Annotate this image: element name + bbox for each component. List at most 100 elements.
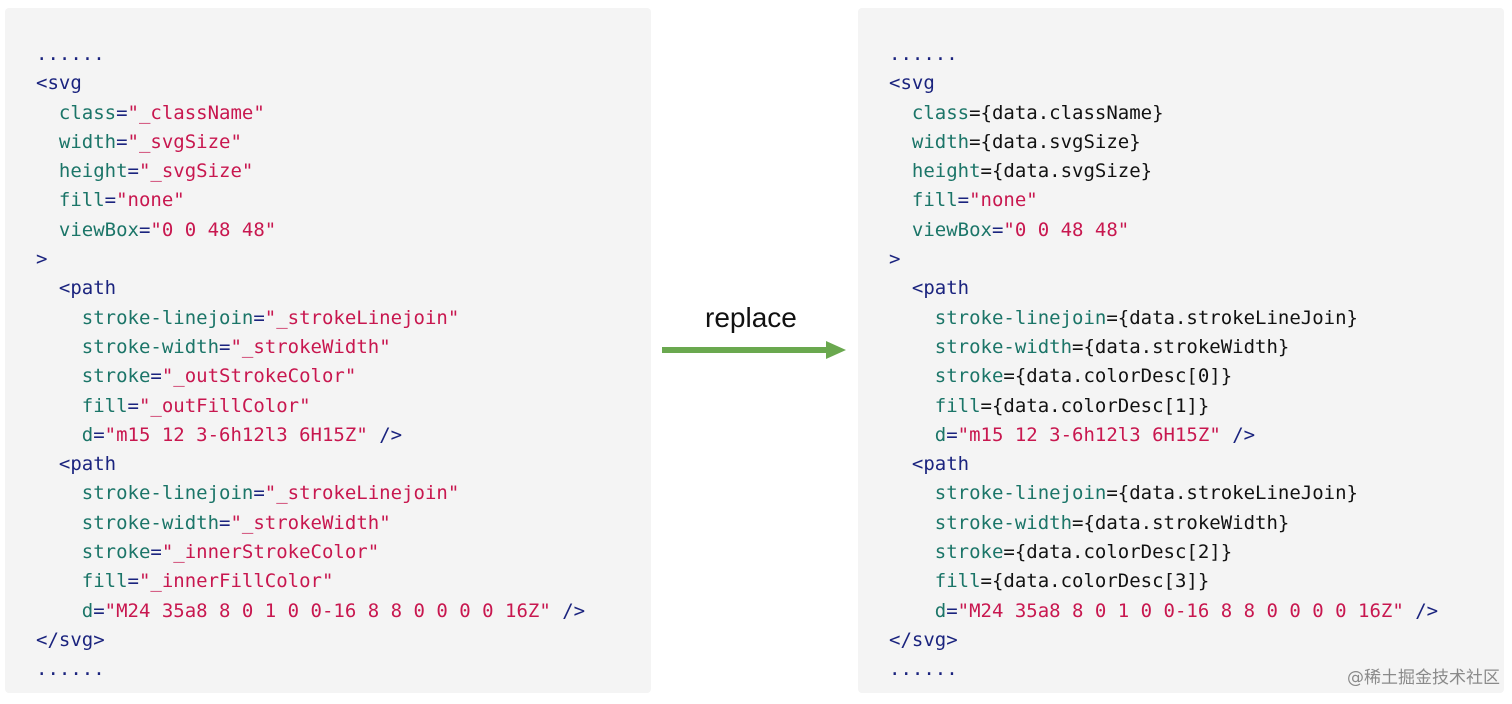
code-token: fill bbox=[36, 189, 105, 212]
code-token: "none" bbox=[969, 189, 1038, 212]
code-token: fill bbox=[36, 394, 128, 417]
code-token: d bbox=[36, 423, 94, 446]
code-line: stroke={data.colorDesc[0]} bbox=[889, 362, 1504, 391]
code-token: </svg> bbox=[889, 628, 958, 651]
code-token: ...... bbox=[889, 658, 958, 681]
code-token: <path bbox=[36, 277, 117, 300]
code-token: ={data.className} bbox=[969, 101, 1164, 124]
code-token: = bbox=[127, 394, 139, 417]
code-token: width bbox=[889, 130, 970, 153]
code-token: ={data.svgSize} bbox=[980, 160, 1153, 183]
code-token: "m15 12 3-6h12l3 6H15Z" bbox=[957, 423, 1221, 446]
code-line: width={data.svgSize} bbox=[889, 128, 1504, 157]
code-token: ={data.strokeLineJoin} bbox=[1106, 306, 1359, 329]
code-line: stroke="_innerStrokeColor" bbox=[36, 538, 651, 567]
code-line: height="_svgSize" bbox=[36, 157, 651, 186]
code-token: "_innerStrokeColor" bbox=[161, 541, 380, 564]
code-token: "M24 35a8 8 0 1 0 0-16 8 8 0 0 0 0 16Z" bbox=[957, 599, 1404, 622]
code-token: height bbox=[889, 160, 981, 183]
code-token: "_innerFillColor" bbox=[138, 570, 334, 593]
code-token: </svg> bbox=[36, 628, 105, 651]
code-line: fill="_outFillColor" bbox=[36, 392, 651, 421]
code-line: > bbox=[36, 245, 651, 274]
code-token: = bbox=[127, 160, 139, 183]
code-token: ={data.svgSize} bbox=[969, 130, 1141, 153]
code-line: fill={data.colorDesc[1]} bbox=[889, 392, 1504, 421]
code-token: viewBox bbox=[889, 218, 992, 241]
code-line: class="_className" bbox=[36, 99, 651, 128]
code-token: class bbox=[889, 101, 970, 124]
code-line: d="m15 12 3-6h12l3 6H15Z" /> bbox=[889, 421, 1504, 450]
code-line: ...... bbox=[36, 655, 651, 684]
code-token: "0 0 48 48" bbox=[1003, 218, 1130, 241]
code-token: fill bbox=[889, 570, 981, 593]
code-token: d bbox=[36, 599, 94, 622]
code-line: stroke-width="_strokeWidth" bbox=[36, 509, 651, 538]
code-token: "m15 12 3-6h12l3 6H15Z" bbox=[104, 423, 368, 446]
code-line: <svg bbox=[889, 69, 1504, 98]
code-token: ={data.strokeLineJoin} bbox=[1106, 482, 1359, 505]
code-line: d="M24 35a8 8 0 1 0 0-16 8 8 0 0 0 0 16Z… bbox=[889, 597, 1504, 626]
code-token: = bbox=[991, 218, 1004, 241]
code-token: "M24 35a8 8 0 1 0 0-16 8 8 0 0 0 0 16Z" bbox=[104, 599, 551, 622]
code-token: = bbox=[946, 599, 958, 622]
replaced-code-panel: ......<svg class={data.className} width=… bbox=[858, 8, 1504, 693]
code-line: stroke={data.colorDesc[2]} bbox=[889, 538, 1504, 567]
original-code-block: ......<svg class="_className" width="_sv… bbox=[36, 40, 651, 685]
code-line: viewBox="0 0 48 48" bbox=[36, 216, 651, 245]
code-line: viewBox="0 0 48 48" bbox=[889, 216, 1504, 245]
code-token: ={data.colorDesc[1]} bbox=[980, 394, 1210, 417]
code-token: "_outFillColor" bbox=[138, 394, 311, 417]
original-code-panel: ......<svg class="_className" width="_sv… bbox=[5, 8, 651, 693]
code-token: <svg bbox=[36, 72, 82, 95]
code-line: fill="none" bbox=[889, 186, 1504, 215]
code-token: <svg bbox=[889, 72, 935, 95]
code-token: stroke bbox=[36, 365, 151, 388]
code-line: class={data.className} bbox=[889, 99, 1504, 128]
code-token: ={data.strokeWidth} bbox=[1072, 511, 1290, 534]
code-line: width="_svgSize" bbox=[36, 128, 651, 157]
code-token: <path bbox=[889, 277, 970, 300]
code-token: = bbox=[104, 189, 117, 212]
code-line: stroke-linejoin="_strokeLinejoin" bbox=[36, 479, 651, 508]
code-token: stroke-width bbox=[889, 335, 1073, 358]
code-token: d bbox=[889, 423, 947, 446]
code-token: = bbox=[138, 218, 151, 241]
code-line: stroke-width="_strokeWidth" bbox=[36, 333, 651, 362]
code-token: = bbox=[116, 101, 128, 124]
code-token: ={data.colorDesc[3]} bbox=[980, 570, 1210, 593]
code-token: "_strokeWidth" bbox=[230, 335, 391, 358]
code-token: /> bbox=[367, 423, 403, 446]
code-token: ...... bbox=[36, 658, 105, 681]
code-token: "_svgSize" bbox=[138, 160, 254, 183]
code-line: height={data.svgSize} bbox=[889, 157, 1504, 186]
code-token: height bbox=[36, 160, 128, 183]
code-line: fill="_innerFillColor" bbox=[36, 567, 651, 596]
code-line: <path bbox=[36, 274, 651, 303]
code-line: stroke-width={data.strokeWidth} bbox=[889, 333, 1504, 362]
code-token: "_strokeLinejoin" bbox=[264, 306, 460, 329]
code-line: <path bbox=[36, 450, 651, 479]
code-token: stroke-linejoin bbox=[36, 306, 254, 329]
code-line: stroke-linejoin={data.strokeLineJoin} bbox=[889, 479, 1504, 508]
code-line: </svg> bbox=[889, 626, 1504, 655]
code-token: stroke-linejoin bbox=[36, 482, 254, 505]
replace-label: replace bbox=[705, 302, 797, 333]
watermark: @稀土掘金技术社区 bbox=[1347, 668, 1500, 688]
code-token: ={data.colorDesc[2]} bbox=[1003, 541, 1233, 564]
code-token: = bbox=[150, 541, 162, 564]
code-token: = bbox=[957, 189, 970, 212]
code-token: stroke-linejoin bbox=[889, 482, 1107, 505]
code-line: <path bbox=[889, 450, 1504, 479]
code-line: <svg bbox=[36, 69, 651, 98]
code-token: ...... bbox=[36, 43, 105, 65]
code-token: = bbox=[253, 482, 265, 505]
code-token: "_strokeWidth" bbox=[230, 511, 391, 534]
replaced-code-block: ......<svg class={data.className} width=… bbox=[889, 40, 1504, 685]
code-token: stroke-width bbox=[889, 511, 1073, 534]
code-token: class bbox=[36, 101, 117, 124]
code-token: <path bbox=[889, 453, 970, 476]
code-token: width bbox=[36, 130, 117, 153]
code-token: stroke bbox=[889, 541, 1004, 564]
code-token: "_strokeLinejoin" bbox=[264, 482, 460, 505]
